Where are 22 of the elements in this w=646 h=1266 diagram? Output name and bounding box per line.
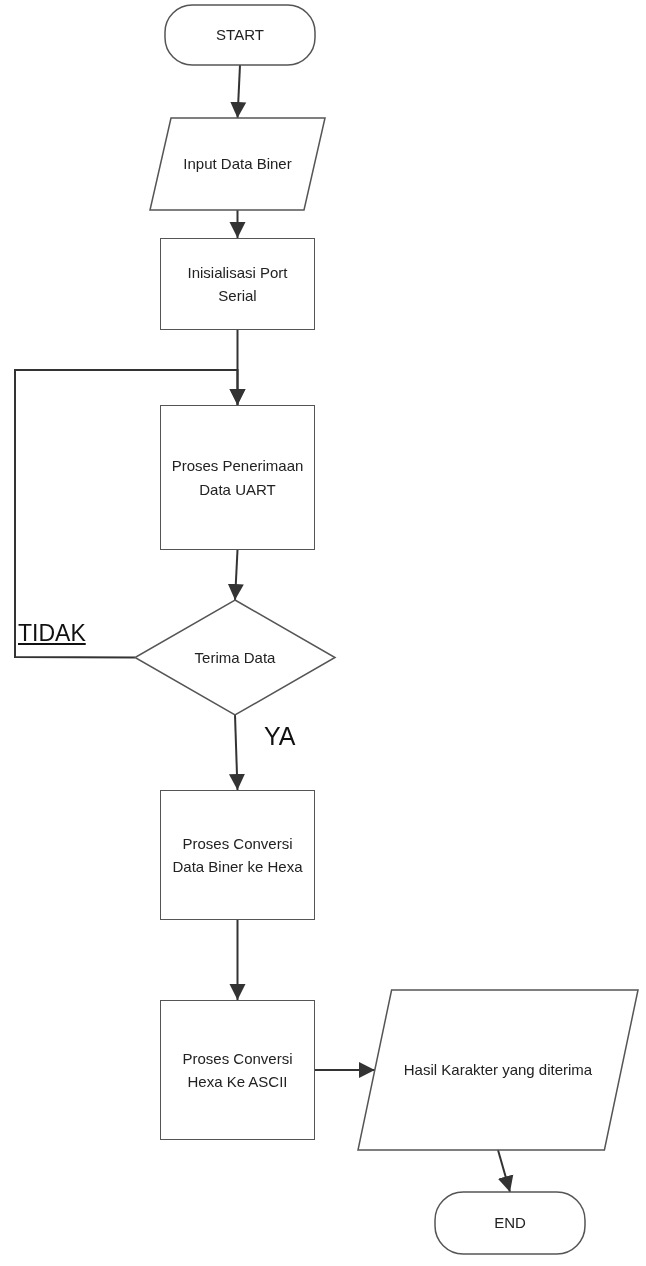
node-text: START [216,25,264,46]
edge-label: TIDAK [18,622,86,645]
node-text: Proses Conversi Hexa Ke ASCII [181,1048,294,1092]
process-box [160,1000,315,1140]
arrow [229,209,246,239]
arrow [14,369,246,659]
node-text: Hasil Karakter yang diterima [403,1060,593,1081]
arrow [227,549,244,601]
node-text: Inisialisasi Port Serial [186,262,289,306]
process-box [160,238,315,330]
arrow [229,919,246,1001]
process-box [160,790,315,920]
process-box [160,405,315,550]
node-text: Proses Conversi Data Biner ke Hexa [171,833,304,877]
arrow [230,64,247,119]
arrow [228,714,245,791]
node-text: Input Data Biner [183,154,292,175]
arrow [497,1149,514,1193]
node-text: END [494,1213,526,1234]
arrow [314,1062,376,1078]
node-text: Terima Data [194,647,276,668]
node-text: Proses Penerimaan Data UART [170,456,305,500]
